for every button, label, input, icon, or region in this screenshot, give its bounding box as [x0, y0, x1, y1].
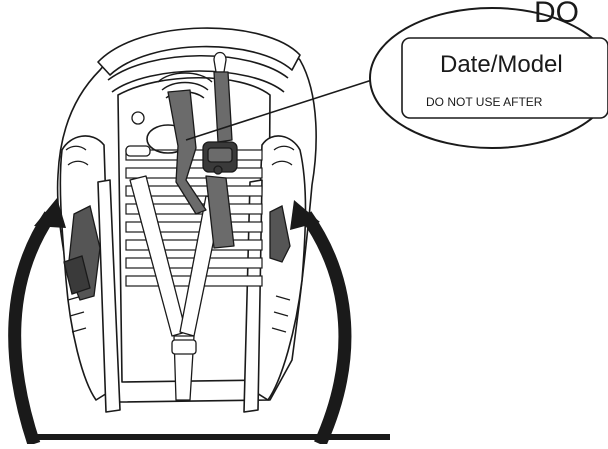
left-arrow	[15, 215, 50, 444]
label-title: Date/Model	[440, 51, 563, 78]
label-subtitle: DO NOT USE AFTER	[426, 95, 543, 109]
strap-hook	[214, 53, 226, 73]
right-arrow	[306, 215, 345, 444]
callout-partial-text: DO	[534, 0, 579, 29]
harness-slot	[126, 146, 150, 156]
ground-line	[28, 434, 390, 440]
buckle	[172, 340, 196, 354]
adjust-hole	[132, 112, 144, 124]
